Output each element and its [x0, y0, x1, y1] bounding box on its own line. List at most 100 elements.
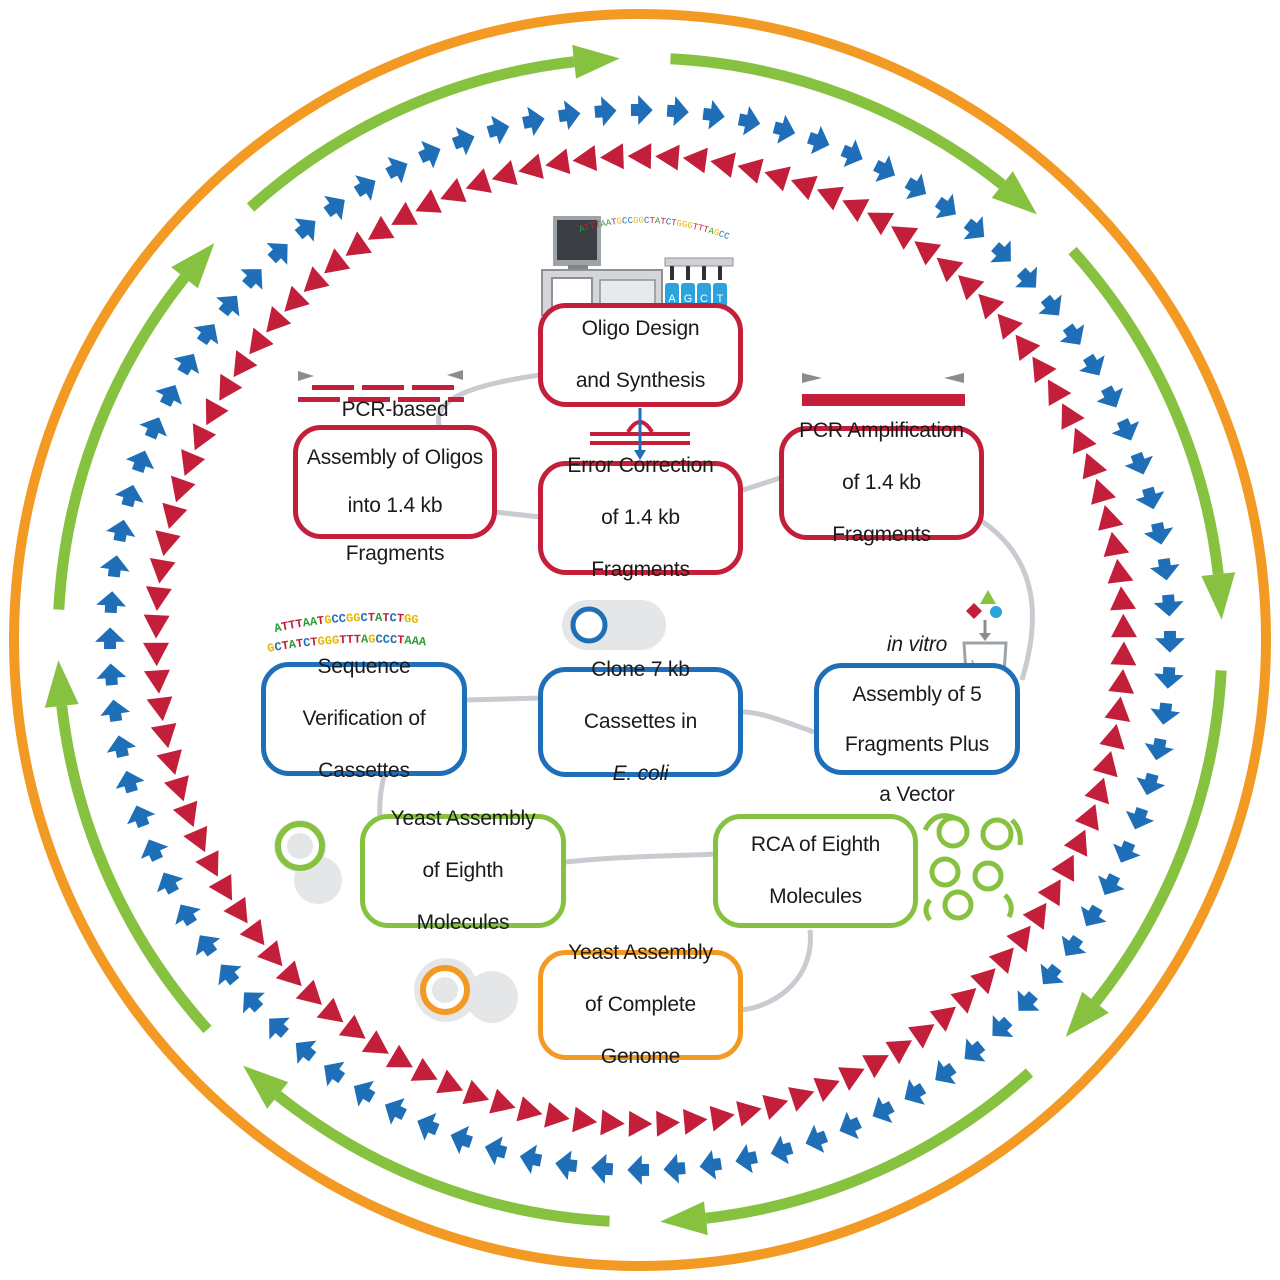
red-triangle	[908, 1024, 935, 1049]
red-triangle	[385, 1044, 413, 1068]
blue-arrow	[873, 155, 896, 182]
blue-arrow	[106, 735, 137, 758]
green-arrowhead	[171, 243, 215, 289]
red-triangle	[1015, 334, 1041, 361]
blue-arrow	[1143, 522, 1174, 545]
blue-arrow	[114, 484, 144, 508]
sequence-read-icon: ATTTAATGCCGGCTATCTGG GCTATCTGGGTTTAGCCCT…	[266, 611, 427, 656]
blue-arrow	[807, 125, 830, 155]
label-line: a Vector	[879, 782, 955, 806]
blue-arrow	[100, 699, 131, 723]
red-triangle	[1063, 829, 1088, 857]
blue-arrow	[935, 1059, 957, 1085]
red-triangle	[233, 350, 258, 378]
step-label: RCA of Eighth Molecules	[750, 806, 881, 936]
orange-plasmid-icon	[414, 958, 518, 1023]
red-triangle	[275, 960, 302, 987]
blue-arrow	[591, 1153, 614, 1184]
blue-arrow	[963, 216, 985, 240]
red-triangle	[284, 285, 310, 312]
blue-arrow	[1153, 594, 1184, 617]
red-triangle	[1104, 696, 1131, 722]
label-line: Assembly of Oligos	[306, 446, 484, 469]
blue-arrow	[735, 1143, 758, 1174]
label-line: of 1.4 kb	[842, 471, 921, 494]
blue-arrow	[555, 1150, 578, 1181]
red-triangle	[682, 1109, 708, 1135]
label-line: of Eighth	[422, 859, 504, 882]
red-triangle	[181, 449, 206, 477]
red-triangle	[143, 642, 170, 667]
blue-arrow	[173, 353, 200, 376]
yeast-complete-genome-step: Yeast Assembly of Complete Genome	[538, 941, 743, 1068]
orange-outer-ring	[9, 9, 1271, 1271]
blue-arrow	[451, 127, 475, 156]
green-arrowhead	[572, 44, 620, 79]
sequence-verification-step: Sequence Verification of Cassettes	[261, 655, 467, 782]
blue-arrow	[1136, 772, 1166, 796]
red-triangle	[462, 1079, 490, 1105]
label-line: Assembly of 5	[852, 682, 982, 706]
blue-arrow	[125, 450, 155, 473]
blue-arrow	[904, 173, 927, 200]
red-triangle	[1103, 531, 1130, 558]
label-line: Sequence	[317, 655, 411, 678]
green-arc	[670, 53, 1006, 189]
red-triangle	[489, 1088, 516, 1114]
green-arc	[274, 1091, 610, 1227]
red-triangle	[655, 144, 680, 171]
label-line: RCA of Eighth	[750, 833, 881, 856]
red-triangle-ring	[143, 143, 1137, 1137]
blue-arrow	[193, 324, 219, 346]
red-triangle	[682, 147, 708, 174]
green-arc	[1091, 670, 1227, 1006]
clone-cassettes-step: Clone 7 kb Cassettes in E. coli	[538, 658, 743, 785]
blue-arrow	[484, 1136, 508, 1166]
blue-arrow	[417, 1113, 440, 1141]
label-line: Genome	[600, 1045, 681, 1068]
green-arrowhead	[1201, 572, 1236, 620]
blue-arrow	[175, 904, 201, 927]
red-triangle	[208, 873, 233, 901]
red-triangle	[239, 919, 265, 946]
blue-arrow	[934, 193, 956, 219]
red-triangle	[1099, 723, 1125, 750]
label-line: Verification of	[302, 707, 426, 730]
blue-arrow	[1040, 963, 1064, 985]
label-line: Fragments	[591, 558, 690, 581]
red-triangle	[150, 722, 177, 749]
blue-arrow	[904, 1079, 927, 1105]
blue-arrow	[1061, 934, 1087, 956]
blue-arrow	[737, 106, 761, 136]
blue-arrow	[522, 106, 545, 137]
yeast-eighth-assembly-step: Yeast Assembly of Eighth Molecules	[360, 807, 566, 934]
blue-arrow	[294, 218, 316, 242]
red-triangle	[544, 1102, 570, 1128]
error-correction-step: Error Correction of 1.4 kb Fragments	[538, 454, 743, 581]
red-triangle	[762, 1094, 789, 1120]
red-triangle	[156, 749, 182, 776]
orange-ring-circle	[9, 9, 1271, 1271]
blue-arrow	[323, 195, 345, 221]
label-line: Fragments Plus	[844, 732, 990, 756]
red-triangle	[367, 215, 395, 240]
green-arrowhead	[44, 660, 79, 708]
red-triangle	[410, 1057, 438, 1081]
blue-arrow	[195, 935, 221, 957]
red-triangle	[149, 558, 176, 584]
label-line: Error Correction	[567, 454, 714, 477]
oligo-design-step: Oligo Design and Synthesis	[538, 303, 743, 407]
red-triangle	[914, 241, 942, 266]
blue-arrow	[964, 1038, 986, 1062]
blue-arrow	[295, 1040, 317, 1064]
blue-arrow	[992, 1015, 1014, 1038]
blue-arrow	[1080, 904, 1107, 927]
label-line: of 1.4 kb	[601, 506, 680, 529]
blue-arrow	[1113, 840, 1141, 863]
label-line: Molecules	[416, 911, 510, 934]
red-triangle	[950, 988, 977, 1014]
blue-arrow	[96, 663, 127, 686]
blue-arrow	[269, 1017, 290, 1040]
blue-arrow	[990, 240, 1011, 263]
